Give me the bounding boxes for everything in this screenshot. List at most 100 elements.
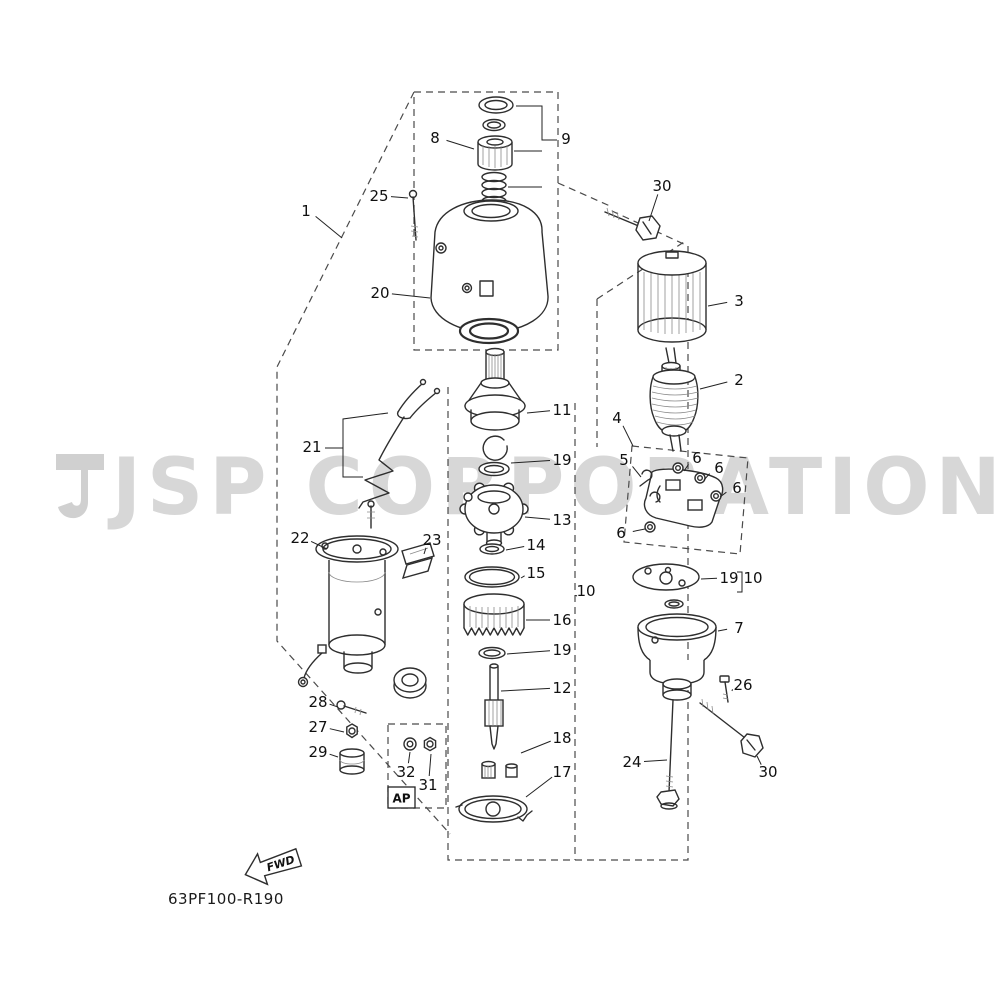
- callout-15: 15: [526, 564, 545, 582]
- leader-line: [526, 410, 551, 414]
- bracket-21: [325, 412, 389, 478]
- leader-line: [310, 540, 328, 550]
- leader-line: [648, 194, 659, 222]
- part-washer-14: [479, 543, 505, 555]
- callout-31: 31: [418, 776, 437, 794]
- leader-line: [524, 516, 551, 520]
- callout-19: 19: [552, 451, 571, 469]
- leader-line: [643, 759, 668, 762]
- ap-box: AP: [387, 786, 416, 809]
- leader-line: [717, 628, 728, 632]
- leader-line: [428, 753, 432, 777]
- hardware-group-outline: [387, 723, 447, 809]
- top-connector-outline: [557, 182, 611, 207]
- callout-10: 10: [743, 569, 762, 587]
- part-pinion-11: [464, 347, 526, 431]
- leader-line: [510, 460, 551, 464]
- leader-line: [699, 381, 728, 390]
- center-group-outline: [447, 210, 689, 861]
- leader-line: [707, 301, 728, 307]
- leader-line: [505, 546, 525, 551]
- part-shaft-12: [484, 663, 504, 750]
- watermark-text: JSP CORPORATION: [107, 443, 1000, 533]
- bracket-19-10: [737, 571, 743, 593]
- part-bolt-26: [719, 675, 730, 703]
- callout-28: 28: [308, 693, 327, 711]
- callout-3: 3: [734, 292, 744, 310]
- nut-6b: [694, 472, 706, 484]
- watermark-logo: [56, 454, 104, 519]
- bracket-9: [508, 105, 557, 188]
- callout-1: 1: [301, 202, 311, 220]
- callout-26: 26: [733, 676, 752, 694]
- callout-19: 19: [552, 641, 571, 659]
- nut-6a: [672, 462, 684, 474]
- callout-14: 14: [526, 536, 545, 554]
- leader-line: [731, 689, 733, 692]
- leader-lines: [310, 139, 762, 798]
- callout-19: 19: [719, 569, 738, 587]
- part-screw-28: [336, 700, 367, 716]
- callout-6: 6: [732, 479, 742, 497]
- leader-line: [446, 139, 475, 150]
- callout-23: 23: [422, 531, 441, 549]
- leader-line: [520, 575, 525, 579]
- part-lever-21: [358, 378, 441, 509]
- brush-group-outline: [623, 445, 749, 555]
- callout-4: 4: [612, 409, 622, 427]
- callout-17: 17: [552, 763, 571, 781]
- leader-line: [329, 753, 339, 758]
- part-brush-holder-4: [639, 462, 724, 533]
- callout-10: 10: [576, 582, 595, 600]
- part-circlip-19: [482, 435, 508, 461]
- leader-line: [329, 703, 339, 708]
- part-washer-19a: [478, 461, 510, 477]
- callout-20: 20: [370, 284, 389, 302]
- leader-line: [622, 425, 634, 447]
- callout-25: 25: [369, 187, 388, 205]
- part-bracket-7: [637, 613, 717, 701]
- callout-6: 6: [616, 524, 626, 542]
- callout-11: 11: [552, 401, 571, 419]
- leader-line: [632, 528, 646, 532]
- leader-line: [407, 751, 411, 764]
- brush-spring-5b: [649, 491, 661, 503]
- callout-29: 29: [308, 743, 327, 761]
- part-washer-19c: [478, 646, 506, 660]
- fwd-arrow: FWD: [244, 847, 303, 886]
- part-bearing-ring: [458, 317, 520, 345]
- callout-8: 8: [430, 129, 440, 147]
- callout-27: 27: [308, 718, 327, 736]
- part-bushing: [393, 667, 427, 699]
- part-bolt-30-bottom: [699, 698, 764, 758]
- leader-line: [329, 728, 345, 733]
- callout-6: 6: [714, 459, 724, 477]
- callout-30: 30: [758, 763, 777, 781]
- part-code: 63PF100-R190: [168, 890, 284, 908]
- callout-7: 7: [734, 619, 744, 637]
- leader-line: [683, 464, 689, 472]
- leader-line: [520, 740, 551, 754]
- part-solenoid-22: [297, 500, 399, 688]
- part-plate-17: [455, 795, 533, 823]
- leader-line: [703, 473, 710, 481]
- part-nut-31: [423, 736, 437, 752]
- callout-24: 24: [622, 753, 641, 771]
- watermark: JSP CORPORATION: [56, 443, 1000, 533]
- nut-6c: [710, 490, 722, 502]
- callout-32: 32: [396, 763, 415, 781]
- part-washer-19d: [664, 599, 684, 609]
- part-ring-15: [464, 566, 520, 588]
- leader-line: [391, 293, 431, 299]
- callout-9: 9: [561, 130, 571, 148]
- part-serrated-cup-16: [463, 593, 525, 636]
- callout-5: 5: [619, 451, 629, 469]
- callout-6: 6: [692, 449, 702, 467]
- part-bolt-30-top: [604, 207, 661, 241]
- part-through-bolt-24: [656, 699, 680, 810]
- callout-13: 13: [552, 511, 571, 529]
- part-nut-27: [346, 723, 358, 739]
- callout-30: 30: [652, 177, 671, 195]
